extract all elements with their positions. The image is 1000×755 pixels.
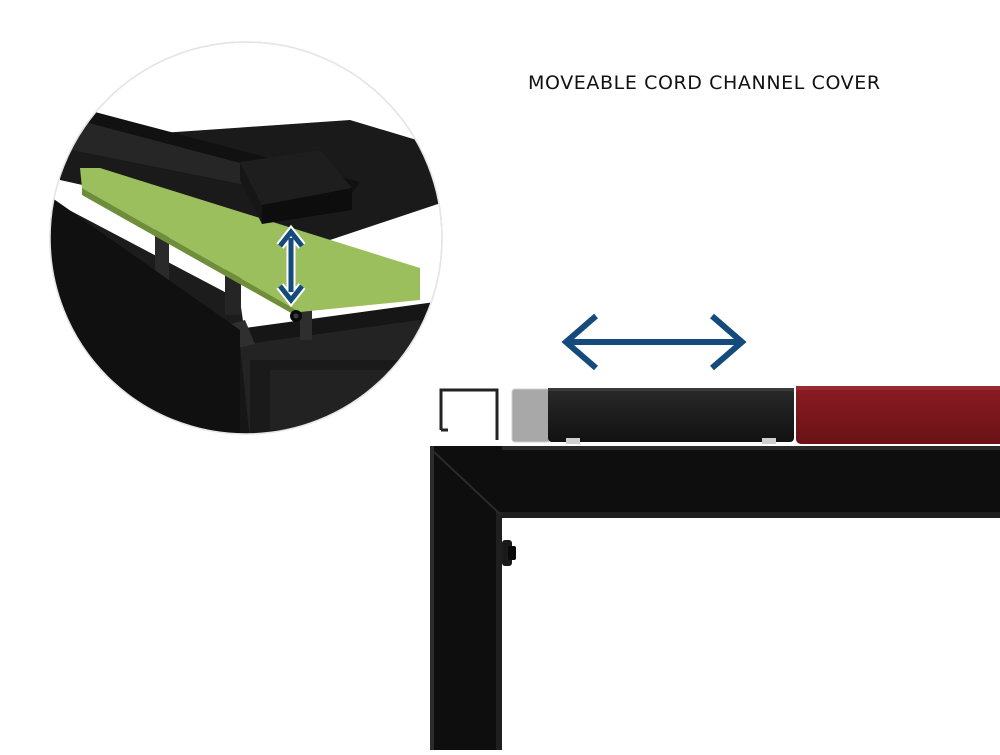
moveable-cord-cover <box>548 388 794 444</box>
detail-zoom-circle <box>49 41 443 435</box>
desktop-surface <box>796 386 1000 444</box>
double-arrow-vertical-icon <box>276 224 306 308</box>
page-title: MOVEABLE CORD CHANNEL COVER <box>528 72 881 94</box>
bracket-profile <box>439 388 499 440</box>
desk-frame <box>430 446 1000 755</box>
double-arrow-horizontal-icon <box>561 313 747 371</box>
grey-end-cap <box>511 388 551 443</box>
